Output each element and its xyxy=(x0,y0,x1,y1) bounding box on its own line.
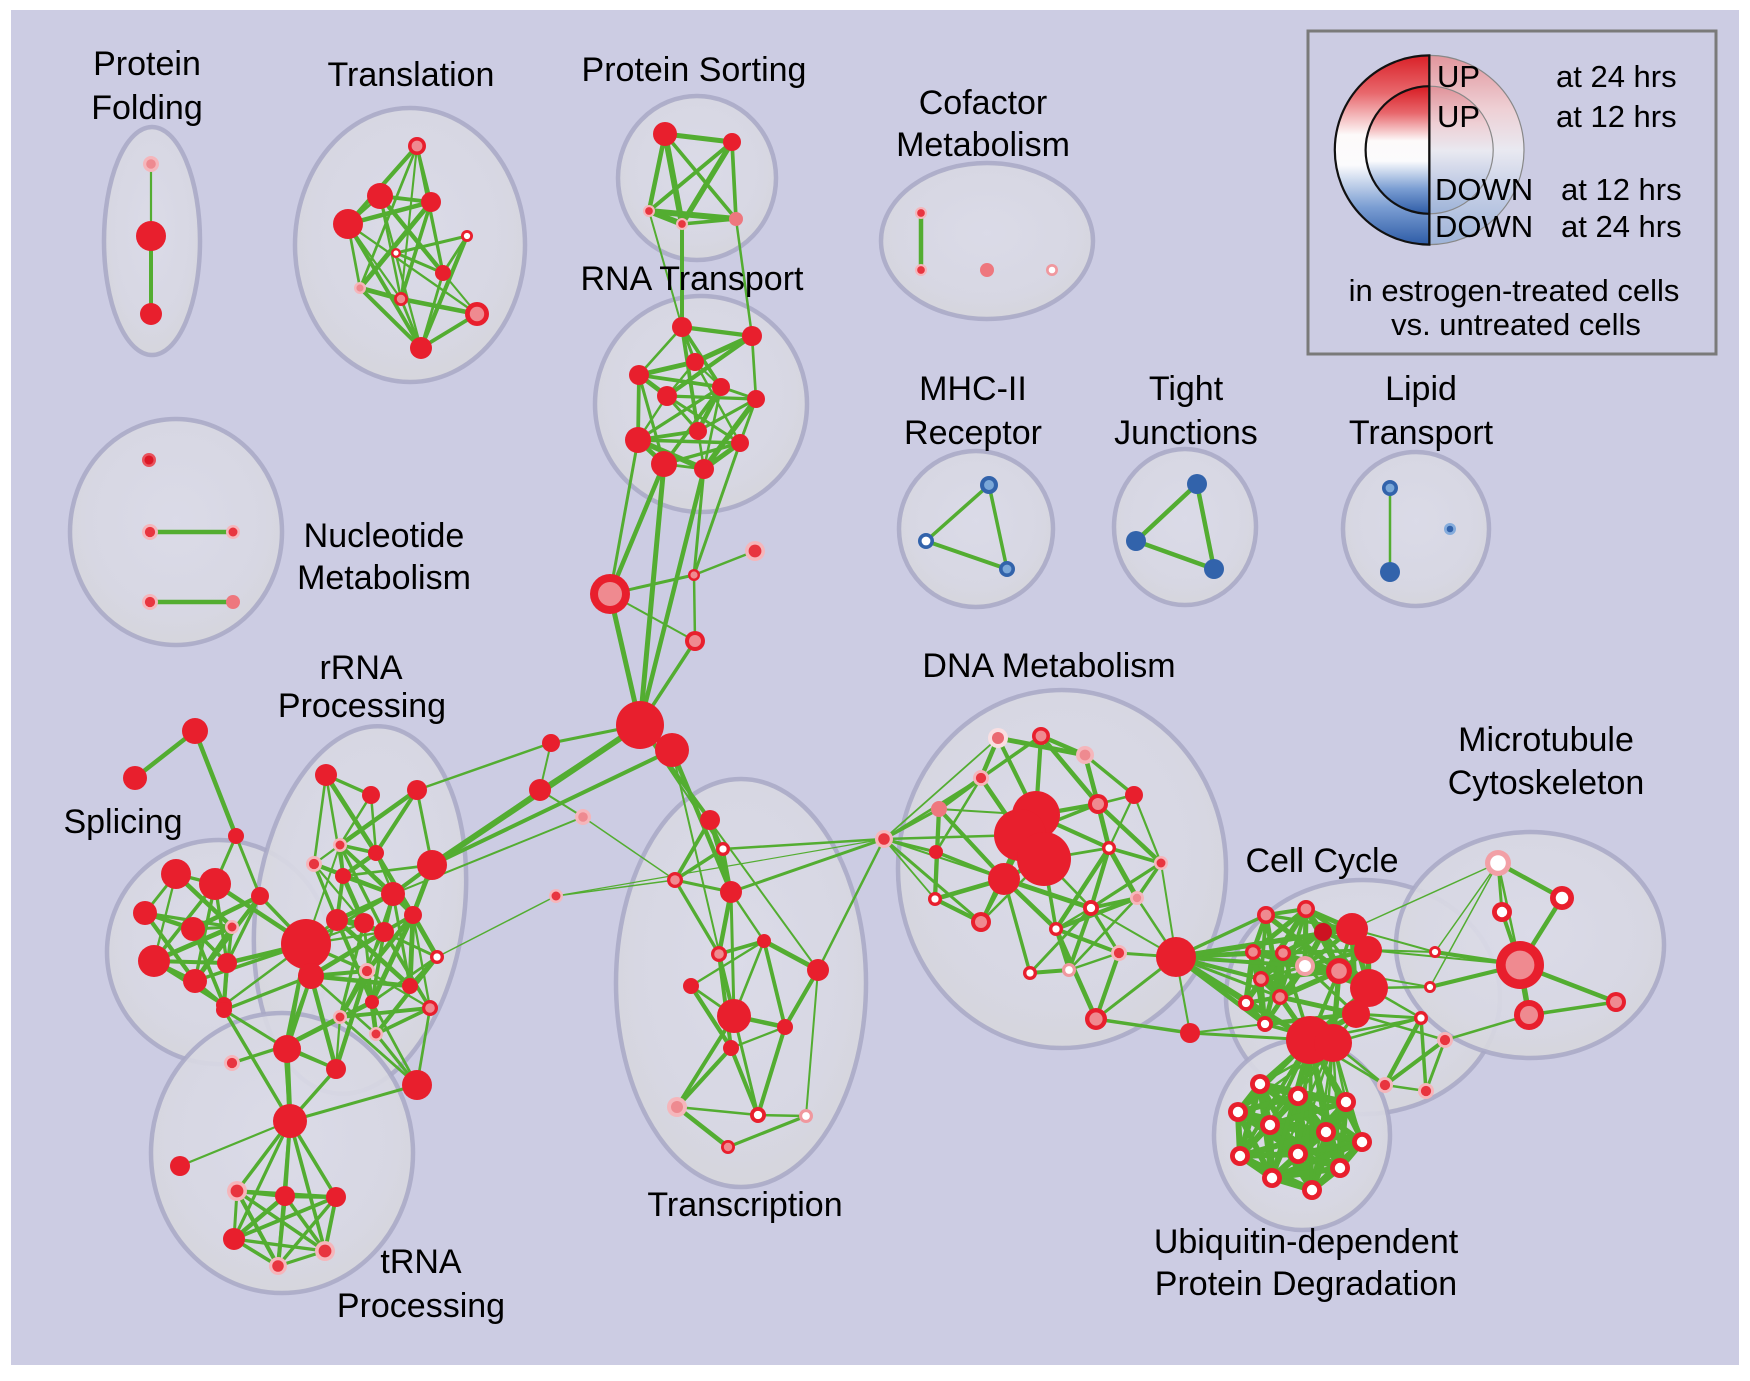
svg-text:Protein Sorting: Protein Sorting xyxy=(582,51,807,89)
svg-text:Protein Degradation: Protein Degradation xyxy=(1155,1265,1457,1303)
svg-text:Translation: Translation xyxy=(328,56,495,94)
svg-text:Metabolism: Metabolism xyxy=(297,559,471,597)
svg-text:DNA Metabolism: DNA Metabolism xyxy=(922,647,1175,685)
svg-text:Splicing: Splicing xyxy=(63,803,182,841)
svg-text:UP: UP xyxy=(1437,59,1480,94)
svg-text:Ubiquitin-dependent: Ubiquitin-dependent xyxy=(1154,1223,1459,1261)
svg-text:Protein: Protein xyxy=(93,45,201,83)
svg-text:Receptor: Receptor xyxy=(904,414,1042,452)
svg-text:vs. untreated cells: vs. untreated cells xyxy=(1391,307,1641,342)
svg-text:DOWN: DOWN xyxy=(1435,209,1533,244)
svg-text:UP: UP xyxy=(1437,99,1480,134)
svg-text:Junctions: Junctions xyxy=(1114,414,1258,452)
svg-text:Transcription: Transcription xyxy=(647,1186,842,1224)
svg-text:Cell Cycle: Cell Cycle xyxy=(1245,842,1398,880)
svg-text:Tight: Tight xyxy=(1149,370,1224,408)
svg-text:Metabolism: Metabolism xyxy=(896,126,1070,164)
svg-text:Nucleotide: Nucleotide xyxy=(304,517,465,555)
svg-text:Cytoskeleton: Cytoskeleton xyxy=(1448,764,1645,802)
svg-text:Processing: Processing xyxy=(278,687,446,725)
svg-text:at 24 hrs: at 24 hrs xyxy=(1561,209,1682,244)
svg-text:DOWN: DOWN xyxy=(1435,172,1533,207)
svg-text:at 12 hrs: at 12 hrs xyxy=(1556,99,1677,134)
svg-text:in estrogen-treated cells: in estrogen-treated cells xyxy=(1349,273,1680,308)
svg-text:Transport: Transport xyxy=(1349,414,1494,452)
svg-text:Microtubule: Microtubule xyxy=(1458,721,1634,759)
svg-text:rRNA: rRNA xyxy=(319,649,402,687)
svg-text:Cofactor: Cofactor xyxy=(919,84,1048,122)
svg-text:at 24 hrs: at 24 hrs xyxy=(1556,59,1677,94)
svg-text:at 12 hrs: at 12 hrs xyxy=(1561,172,1682,207)
svg-text:Processing: Processing xyxy=(337,1287,505,1325)
svg-text:RNA Transport: RNA Transport xyxy=(581,260,805,298)
svg-text:Lipid: Lipid xyxy=(1385,370,1457,408)
svg-text:Folding: Folding xyxy=(91,89,203,127)
svg-text:tRNA: tRNA xyxy=(380,1243,462,1281)
svg-text:MHC-II: MHC-II xyxy=(919,370,1027,408)
